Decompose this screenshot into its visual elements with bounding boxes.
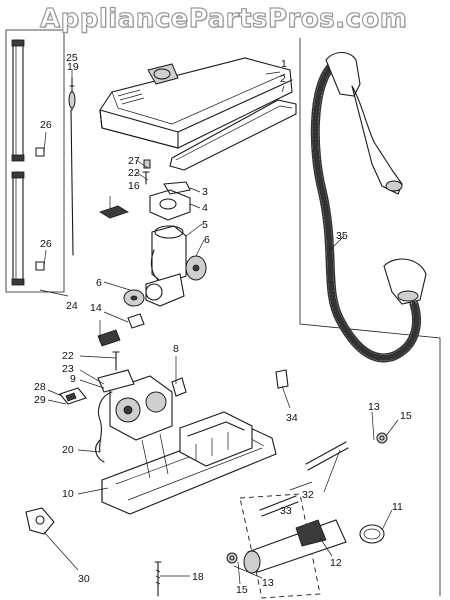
- callout-15-lower: 15: [236, 584, 248, 596]
- callout-29: 29: [34, 394, 46, 406]
- brushroll-group: [226, 432, 388, 599]
- callout-6-upper: 6: [204, 234, 210, 246]
- callout-3: 3: [202, 186, 208, 198]
- motor-and-base: [25, 369, 289, 597]
- callout-19: 19: [67, 61, 79, 73]
- callout-32: 32: [302, 489, 314, 501]
- callout-10: 10: [62, 488, 74, 500]
- callout-5: 5: [202, 219, 208, 231]
- callout-33: 33: [280, 505, 292, 517]
- callout-1: 1: [281, 58, 287, 70]
- callout-26-lower: 26: [40, 238, 52, 250]
- callout-labels: 1 2 3 4 5 6 6 8 9 10 11 12 13 13 14 15 1…: [34, 52, 412, 596]
- callout-6-lower: 6: [96, 277, 102, 289]
- site-watermark: AppliancePartsPros.com: [39, 3, 408, 34]
- callout-11: 11: [392, 501, 403, 513]
- callout-28: 28: [34, 381, 46, 393]
- callout-24: 24: [66, 300, 78, 312]
- callout-35: 35: [336, 230, 348, 242]
- callout-2: 2: [280, 73, 286, 85]
- callout-15-upper: 15: [400, 410, 412, 422]
- leader-lines: [39, 70, 399, 585]
- motor-column-parts: [97, 159, 207, 397]
- callout-8: 8: [173, 343, 179, 355]
- callout-14: 14: [90, 302, 102, 314]
- callout-22-upper: 22: [128, 167, 140, 179]
- callout-27: 27: [128, 155, 140, 167]
- callout-16: 16: [128, 180, 140, 192]
- callout-23: 23: [62, 363, 74, 375]
- callout-12: 12: [330, 557, 342, 569]
- callout-13-upper: 13: [368, 401, 380, 413]
- callout-25: 25: [66, 52, 78, 64]
- hose-group: [299, 38, 441, 596]
- callout-9: 9: [70, 373, 76, 385]
- light-tubes-group: [5, 29, 76, 293]
- callout-13-lower: 13: [262, 577, 274, 589]
- callout-26-upper: 26: [40, 119, 52, 131]
- callout-30: 30: [78, 573, 90, 585]
- callout-34: 34: [286, 412, 298, 424]
- callout-20: 20: [62, 444, 74, 456]
- callout-18: 18: [192, 571, 204, 583]
- callout-22-lower: 22: [62, 350, 74, 362]
- callout-4: 4: [202, 202, 208, 214]
- hood-cover: [99, 57, 297, 171]
